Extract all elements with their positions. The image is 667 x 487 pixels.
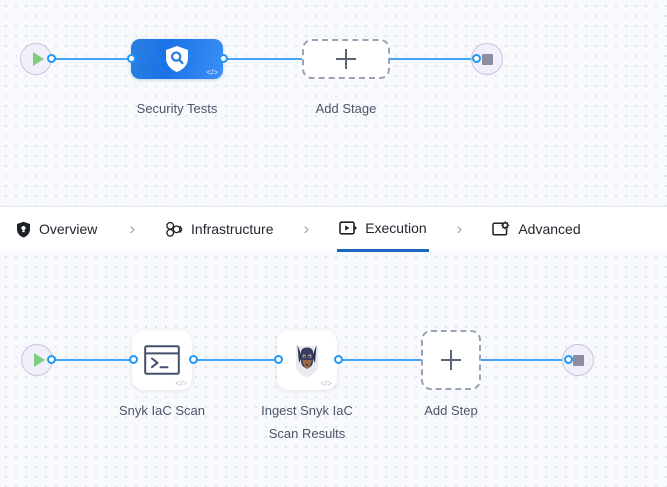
pipeline-end-node[interactable] — [471, 43, 503, 75]
port-start-out[interactable] — [47, 54, 56, 63]
tab-separator-1: › — [129, 218, 136, 238]
section-tabbar: Overview › Infrastructure › Execution › — [0, 206, 667, 252]
stage-caption-security-tests: Security Tests — [136, 101, 218, 116]
port-exec-end-in[interactable] — [564, 355, 573, 364]
execution-end-node[interactable] — [562, 344, 594, 376]
plus-icon — [441, 350, 461, 370]
pipeline-start-node[interactable] — [20, 43, 52, 75]
step-node-snyk-iac-scan[interactable]: </> — [132, 330, 192, 390]
connector-add-stage-to-end — [390, 58, 476, 60]
tab-overview-label: Overview — [39, 221, 98, 237]
stop-icon — [572, 354, 584, 366]
step-caption-ingest-line1: Ingest Snyk IaC — [261, 403, 353, 418]
play-icon — [32, 52, 44, 66]
connector-snyk-scan-to-ingest — [193, 359, 282, 361]
stage-node-security-tests[interactable]: </> — [131, 39, 223, 79]
port-snyk-scan-out[interactable] — [189, 355, 198, 364]
connector-start-to-security-tests — [50, 58, 132, 60]
tab-infrastructure[interactable]: Infrastructure — [163, 207, 275, 252]
cluster-icon — [165, 221, 183, 238]
connector-security-tests-to-add-stage — [222, 58, 302, 60]
port-ingest-out[interactable] — [334, 355, 343, 364]
connector-start-to-snyk-scan — [50, 359, 133, 361]
code-badge: </> — [206, 68, 218, 77]
connector-add-step-to-end — [481, 359, 569, 361]
port-ingest-in[interactable] — [274, 355, 283, 364]
stage-canvas[interactable]: </> Security Tests Add Stage — [0, 0, 667, 206]
step-caption-ingest-line2: Scan Results — [268, 426, 346, 441]
card-gear-icon — [492, 220, 510, 238]
stop-icon — [481, 53, 493, 65]
play-icon — [33, 353, 45, 367]
step-node-ingest-snyk-iac-scan-results[interactable]: </> — [277, 330, 337, 390]
play-screen-icon — [339, 220, 357, 236]
stage-caption-add-stage: Add Stage — [315, 101, 377, 116]
shield-search-icon — [166, 46, 188, 72]
tab-execution[interactable]: Execution — [337, 207, 429, 252]
tab-overview[interactable]: Overview — [14, 207, 99, 252]
terminal-icon — [144, 345, 180, 375]
shield-icon — [16, 221, 31, 238]
plus-icon — [336, 49, 356, 69]
port-security-tests-in[interactable] — [127, 54, 136, 63]
tab-advanced[interactable]: Advanced — [490, 207, 582, 252]
execution-start-node[interactable] — [21, 344, 53, 376]
doberman-icon — [296, 345, 318, 378]
tab-separator-2: › — [303, 218, 310, 238]
tab-execution-label: Execution — [365, 219, 427, 236]
add-step-button[interactable] — [421, 330, 481, 390]
port-end-in[interactable] — [472, 54, 481, 63]
tab-separator-3: › — [456, 218, 463, 238]
tab-advanced-label: Advanced — [518, 221, 581, 237]
tab-infrastructure-label: Infrastructure — [191, 221, 274, 237]
connector-ingest-to-add-step — [338, 359, 421, 361]
step-canvas[interactable]: </> Snyk IaC Scan </> Ingest Snyk IaC Sc… — [0, 251, 667, 487]
port-snyk-scan-in[interactable] — [129, 355, 138, 364]
port-security-tests-out[interactable] — [219, 54, 228, 63]
step-caption-snyk-iac-scan: Snyk IaC Scan — [119, 403, 205, 418]
port-exec-start-out[interactable] — [47, 355, 56, 364]
code-badge: </> — [320, 379, 332, 388]
code-badge: </> — [175, 379, 187, 388]
add-stage-button[interactable] — [302, 39, 390, 79]
step-caption-add-step: Add Step — [424, 403, 478, 418]
